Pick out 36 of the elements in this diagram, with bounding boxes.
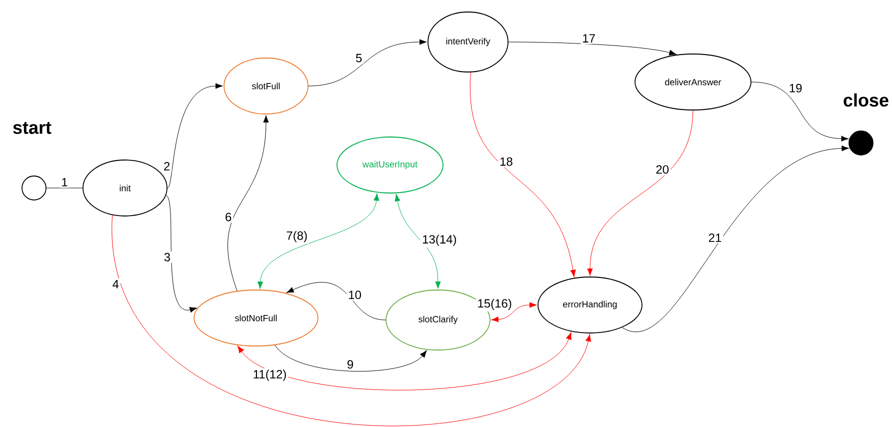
arrow xyxy=(258,193,380,289)
arrow xyxy=(491,302,537,322)
arrow xyxy=(286,282,386,320)
edge-label: 7(8) xyxy=(284,230,310,244)
edge-label: 17 xyxy=(580,32,597,44)
state-label: start xyxy=(13,122,52,134)
arrow xyxy=(470,72,576,278)
arrow xyxy=(587,110,694,276)
arrow xyxy=(237,332,572,390)
edge-label: 6 xyxy=(224,211,234,223)
edge-label: 19 xyxy=(787,82,804,94)
edge-label: 21 xyxy=(706,232,724,244)
arrow xyxy=(751,82,849,142)
state-label: close xyxy=(844,93,888,107)
edge-label: 5 xyxy=(354,52,364,64)
edge-label: 10 xyxy=(346,289,363,301)
arrow xyxy=(308,39,427,86)
final-state-dot xyxy=(848,130,874,156)
edge-label: 18 xyxy=(498,156,514,168)
edge-label: 11(12) xyxy=(251,368,288,382)
edge-label: 4 xyxy=(110,278,120,290)
start-state-circle xyxy=(22,176,46,200)
edge-label: 15(16) xyxy=(476,297,514,312)
arrow xyxy=(274,344,427,372)
arrow xyxy=(508,42,676,56)
arrow xyxy=(394,194,441,289)
arrow xyxy=(228,115,269,292)
edge-label: 9 xyxy=(345,358,356,370)
edge-label: 2 xyxy=(162,160,172,172)
edge-label: 3 xyxy=(162,251,172,263)
edge-label: 20 xyxy=(654,164,671,176)
edge-label: 1 xyxy=(60,176,70,188)
arrow xyxy=(166,194,198,312)
edge-label: 13(14) xyxy=(420,233,458,248)
arrow xyxy=(167,83,223,188)
arrow xyxy=(622,146,849,332)
